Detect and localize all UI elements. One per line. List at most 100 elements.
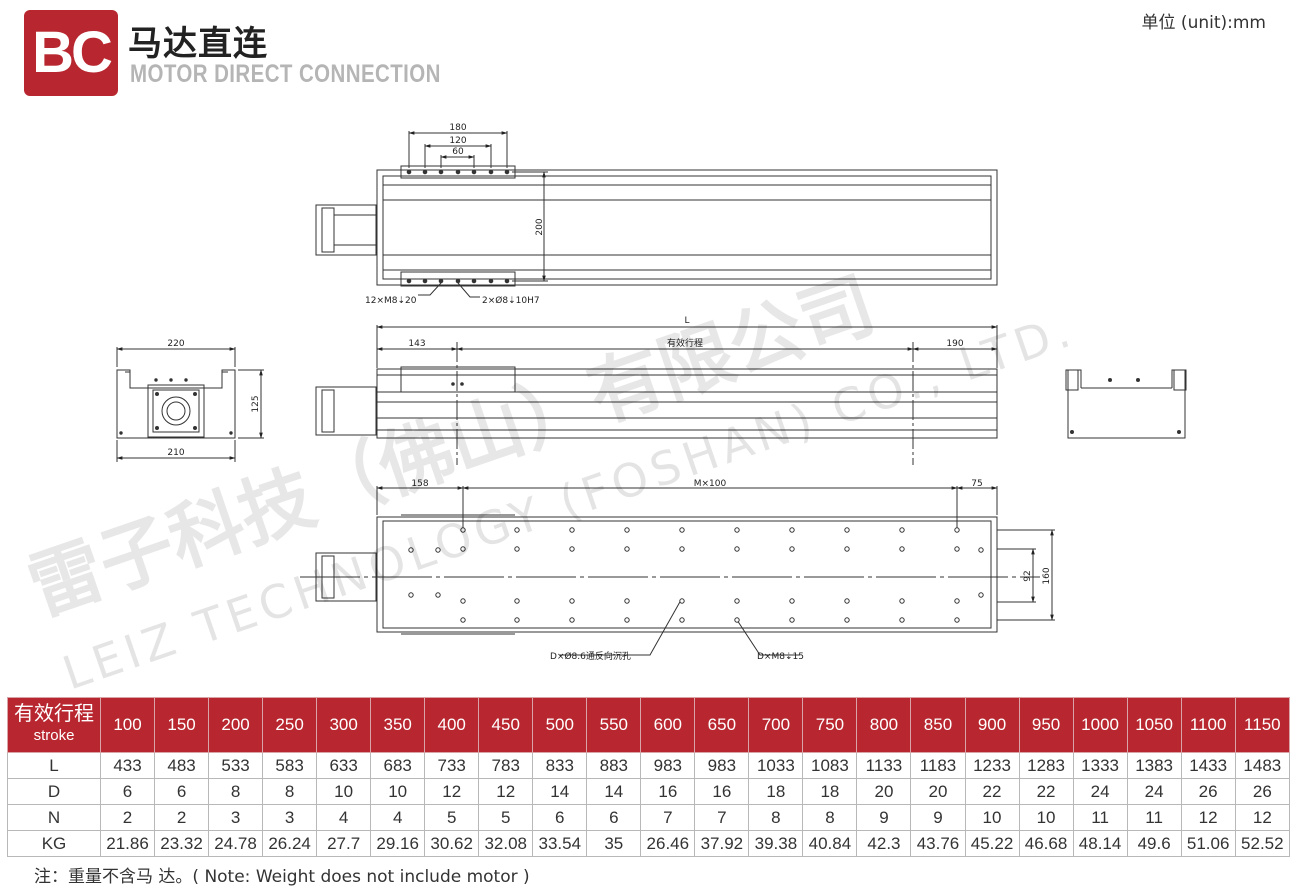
page-title: 马达直连 [128,24,268,64]
stroke-header: 900 [964,697,1020,753]
dim-180: 180 [449,123,466,133]
dim-158: 158 [411,479,428,489]
table-cell: 533 [208,752,264,779]
table-cell: 983 [694,752,750,779]
stroke-header: 500 [532,697,588,753]
row-label: L [7,752,101,779]
table-cell: 26 [1234,778,1291,805]
table-cell: 24.78 [208,830,264,857]
table-cell: 3 [208,804,264,831]
table-cell: 49.6 [1126,830,1182,857]
page-subtitle: MOTOR DIRECT CONNECTION [130,60,441,88]
stroke-header: 1150 [1234,697,1291,753]
table-cell: 33.54 [532,830,588,857]
stroke-header: 950 [1018,697,1074,753]
table-cell: 1233 [964,752,1020,779]
spec-table: 有效行程 stroke 100 150 200 250 300 350 400 … [7,697,1291,857]
dim-200: 200 [535,218,545,235]
dim-mx100: M×100 [694,479,727,489]
dim-160: 160 [1042,567,1052,584]
table-cell: 1183 [910,752,966,779]
table-cell: 18 [748,778,804,805]
table-cell: 24 [1072,778,1128,805]
stroke-header: 700 [748,697,804,753]
table-cell: 43.76 [910,830,966,857]
table-cell: 1283 [1018,752,1074,779]
table-cell: 12 [424,778,480,805]
table-cell: 2 [154,804,210,831]
table-cell: 7 [640,804,696,831]
table-cell: 3 [262,804,318,831]
stroke-header: 1000 [1072,697,1128,753]
table-cell: 1083 [802,752,858,779]
stroke-header: 100 [99,697,156,753]
stroke-header: 350 [370,697,426,753]
end-view-right [1065,369,1187,439]
table-cell: 883 [586,752,642,779]
table-cell: 583 [262,752,318,779]
table-cell: 12 [1180,804,1236,831]
bottom-view [300,486,1055,656]
dim-220: 220 [167,339,184,349]
table-cell: 1483 [1234,752,1291,779]
table-cell: 26.24 [262,830,318,857]
stroke-header: 300 [316,697,372,753]
stroke-header: 550 [586,697,642,753]
table-cell: 6 [154,778,210,805]
callout-dx86: D×Ø8.6通反向沉孔 [550,650,631,662]
table-cell: 6 [532,804,588,831]
stroke-header: 150 [154,697,210,753]
dim-190: 190 [946,339,963,349]
table-cell: 5 [424,804,480,831]
table-cell: 8 [748,804,804,831]
header-label-cn: 有效行程 [14,703,94,725]
stroke-header: 450 [478,697,534,753]
table-cell: 4 [316,804,372,831]
table-cell: 5 [478,804,534,831]
header-label-cell: 有效行程 stroke [7,697,101,753]
table-cell: 22 [1018,778,1074,805]
dim-60: 60 [452,147,464,157]
table-cell: 23.32 [154,830,210,857]
table-cell: 26.46 [640,830,696,857]
row-label: D [7,778,101,805]
table-cell: 27.7 [316,830,372,857]
stroke-header: 750 [802,697,858,753]
table-cell: 29.16 [370,830,426,857]
row-label: N [7,804,101,831]
table-cell: 633 [316,752,372,779]
brand-logo: BC [24,10,118,96]
table-cell: 11 [1072,804,1128,831]
table-cell: 983 [640,752,696,779]
stroke-header: 800 [856,697,912,753]
stroke-header: 250 [262,697,318,753]
table-cell: 14 [532,778,588,805]
footnote: 注：重量不含马 达。( Note: Weight does not includ… [34,867,530,887]
end-view-left [116,347,264,462]
table-cell: 37.92 [694,830,750,857]
table-cell: 16 [694,778,750,805]
table-cell: 51.06 [1180,830,1236,857]
table-cell: 12 [1234,804,1291,831]
table-cell: 6 [99,778,156,805]
table-cell: 35 [586,830,642,857]
table-cell: 20 [910,778,966,805]
table-cell: 9 [856,804,912,831]
technical-drawing: 180 120 60 200 12×M8⇣20 2×Ø8⇣10H7 L 143 … [18,123,1187,690]
stroke-header: 650 [694,697,750,753]
dim-92: 92 [1023,570,1033,581]
table-cell: 10 [316,778,372,805]
table-cell: 32.08 [478,830,534,857]
bottom-holes [408,527,984,623]
table-cell: 16 [640,778,696,805]
table-cell: 18 [802,778,858,805]
table-cell: 8 [802,804,858,831]
dim-120: 120 [449,136,466,146]
table-cell: 6 [586,804,642,831]
table-cell: 21.86 [99,830,156,857]
table-cell: 30.62 [424,830,480,857]
dim-75: 75 [971,479,982,489]
table-cell: 8 [208,778,264,805]
